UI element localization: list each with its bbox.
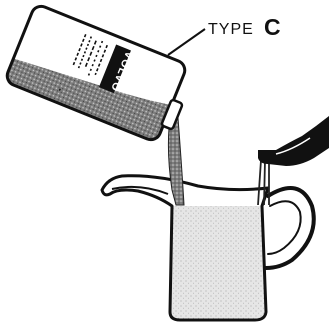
callout-type-text: TYPE: [208, 21, 254, 38]
callout-type-letter: C: [264, 14, 281, 40]
bottle-label-lines: [71, 34, 107, 78]
jug-handle: [266, 188, 314, 268]
tap-body: [258, 116, 329, 166]
measuring-jug: [102, 176, 314, 320]
water-tap: [258, 116, 329, 166]
callout-leader-line: [168, 29, 205, 55]
tap-water-stream: [258, 160, 269, 205]
jug-liquid: [170, 206, 266, 320]
bottle-pour-stream: [168, 118, 184, 205]
coolant-bottle: VOLVO: [0, 0, 197, 163]
jug-handle-inner: [268, 201, 301, 254]
